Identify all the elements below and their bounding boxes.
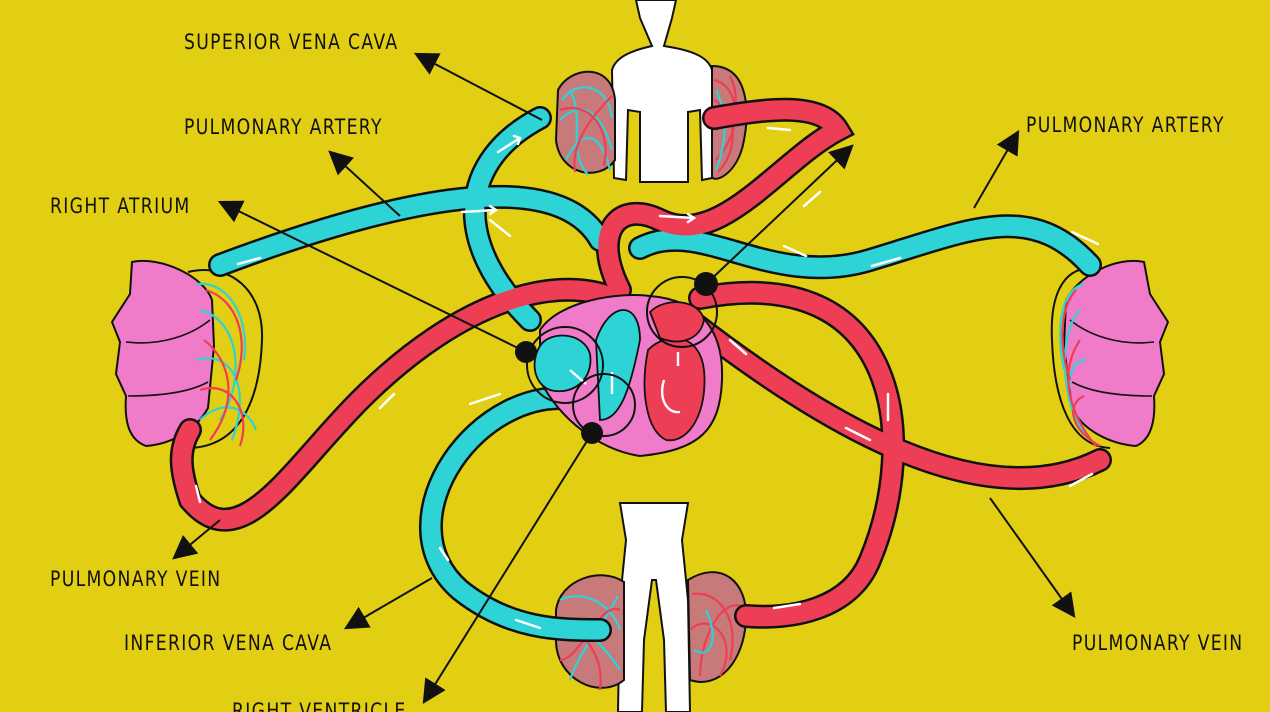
upper-body-figure — [610, 0, 713, 183]
pulmonary-artery-upper-leader — [705, 144, 854, 285]
label-pulmonary-artery-right: PULMONARY ARTERY — [1026, 113, 1225, 137]
label-pulmonary-vein-left: PULMONARY VEIN — [50, 567, 222, 591]
left-atrium-chamber — [648, 301, 705, 343]
label-right-ventricle: RIGHT VENTRICLE — [232, 699, 407, 712]
capillary-bed-lower-right — [686, 571, 748, 683]
heart — [515, 272, 724, 458]
right-lung — [1050, 259, 1170, 449]
capillary-bed-upper-left — [554, 70, 616, 176]
leader-lines — [172, 52, 1076, 705]
label-superior-vena-cava: SUPERIOR VENA CAVA — [184, 30, 399, 54]
right-ventricle-leader — [422, 432, 593, 705]
pulmonary-artery-right-leader — [973, 129, 1020, 209]
label-inferior-vena-cava: INFERIOR VENA CAVA — [124, 631, 333, 655]
superior-vena-cava-leader — [413, 52, 543, 121]
label-right-atrium: RIGHT ATRIUM — [50, 194, 191, 218]
right-ventricle-chamber — [595, 309, 641, 421]
pulmonary-vein-right-leader — [989, 497, 1076, 618]
label-pulmonary-artery-left: PULMONARY ARTERY — [184, 115, 383, 139]
pulmonary-vein-left-leader — [172, 519, 221, 560]
lower-body-figure — [616, 502, 692, 712]
pulmonary-artery-left-leader — [328, 150, 401, 217]
label-pulmonary-vein-right: PULMONARY VEIN — [1072, 631, 1244, 655]
vessels — [169, 97, 1112, 642]
right-atrium-leader — [217, 200, 527, 353]
inferior-vena-cava-leader — [343, 577, 433, 630]
